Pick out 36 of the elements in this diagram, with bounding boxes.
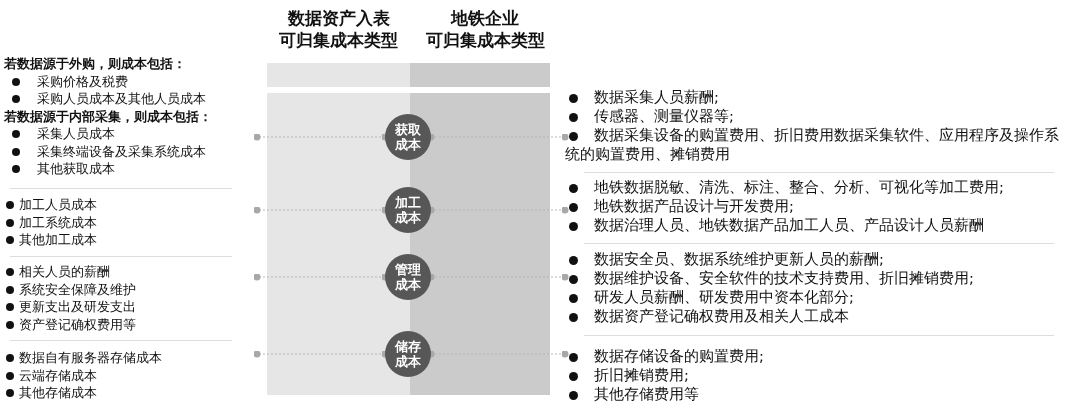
list-heading: 若数据源于外购，则成本包括：: [4, 55, 187, 73]
bullet-item: 资产登记确权费用等: [4, 315, 257, 333]
bullet-item: 其他存储成本: [4, 384, 257, 402]
bullet-item: 地铁数据脱敏、清洗、标注、整合、分析、可视化等加工费用;: [565, 178, 1077, 197]
bullet-item: 地铁数据产品设计与开发费用;: [565, 197, 1077, 216]
bullet-item: 数据维护设备、安全软件的技术支持费用、折旧摊销费用;: [565, 269, 1077, 288]
bullet-item: 云端存储成本: [4, 366, 257, 384]
bullet-item: 其他加工成本: [4, 231, 257, 249]
bullet-item: 加工系统成本: [4, 213, 257, 231]
bullet-item: 数据存储设备的购置费用;: [565, 347, 1077, 366]
bullet-item: 采集终端设备及采集系统成本: [4, 142, 257, 160]
cost-category: 管理成本: [394, 262, 422, 292]
bullet-item: 研发人员薪酬、研发费用中资本化部分;: [565, 288, 1077, 307]
cost-category: 储存成本: [394, 339, 422, 369]
bullet-item: 系统安全保障及维护: [4, 280, 257, 298]
bullet-item: 采购人员成本及其他人员成本: [4, 90, 257, 108]
bullet-item: 采集人员成本: [4, 125, 257, 143]
bullet-item: 加工人员成本: [4, 196, 257, 214]
bullet-item: 数据自有服务器存储成本: [4, 349, 257, 367]
cost-category: 获取成本: [394, 122, 422, 152]
bullet-item: 其他存储费用等: [565, 385, 1077, 404]
column-header: 数据资产入表可归集成本类型: [278, 7, 399, 51]
bullet-item: 更新支出及研发支出: [4, 298, 257, 316]
bullet-item: 数据资产登记确权费用及相关人工成本: [565, 307, 1077, 326]
bullet-item: 数据安全员、数据系统维护更新人员的薪酬;: [565, 250, 1077, 269]
bullet-item: 数据治理人员、地铁数据产品加工人员、产品设计人员薪酬: [565, 216, 1077, 235]
bullet-item: 采购价格及税费: [4, 72, 257, 90]
bullet-item: 数据采集人员薪酬;: [565, 88, 1060, 107]
column-header: 地铁企业可归集成本类型: [424, 7, 546, 51]
bullet-item: 相关人员的薪酬: [4, 263, 257, 281]
bullet-item: 传感器、测量仪器等;: [565, 107, 1060, 126]
bullet-item: 数据采集设备的购置费用、折旧费用数据采集软件、应用程序及操作系统的购置费用、摊销费用: [565, 126, 1060, 164]
bullet-item: 其他获取成本: [4, 160, 257, 178]
cost-category: 加工成本: [394, 195, 422, 225]
bullet-item: 折旧摊销费用;: [565, 366, 1077, 385]
list-heading: 若数据源于内部采集，则成本包括：: [4, 107, 213, 125]
